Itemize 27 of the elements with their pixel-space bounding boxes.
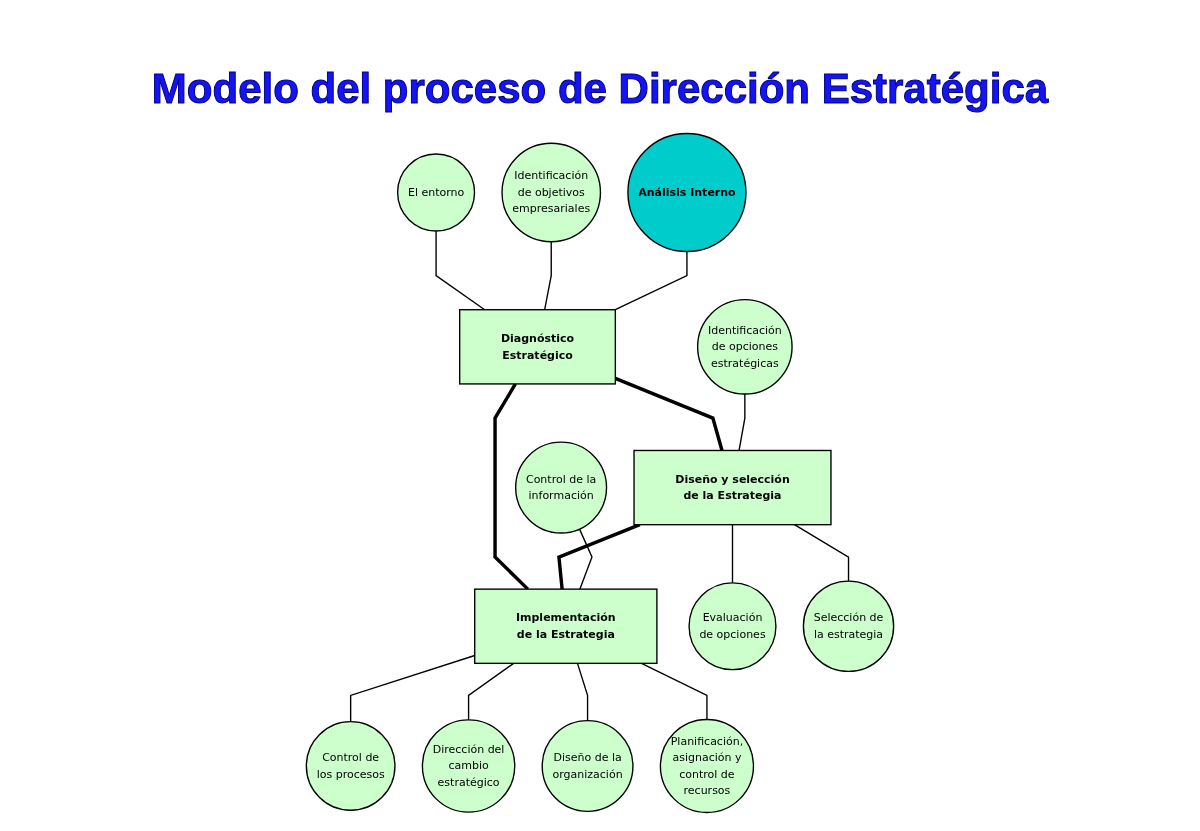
node-box: Diseño y selección de la Estrategia — [633, 449, 832, 526]
diagram-title: Modelo del proceso de Dirección Estratégica — [151, 64, 1049, 114]
connector — [640, 662, 708, 721]
node-circle: Dirección del cambio estratégico — [421, 719, 516, 813]
node-circle: Identificación de opciones estratégicas — [696, 298, 793, 395]
connector — [614, 250, 688, 311]
node-circle: Selección de la estrategia — [802, 580, 895, 673]
node-circle: Identificación de objetivos empresariales — [501, 142, 602, 243]
node-circle: Evaluación de opciones — [688, 582, 777, 671]
node-circle: Control de los procesos — [305, 721, 396, 811]
node-box: Implementación de la Estrategia — [474, 588, 658, 665]
node-box: Diagnóstico Estratégico — [459, 309, 617, 385]
connector — [543, 241, 552, 311]
node-circle: Control de la información — [514, 441, 608, 534]
connector — [738, 393, 746, 452]
connector — [493, 383, 530, 591]
connector — [435, 230, 486, 311]
node-circle: Análisis Interno — [627, 132, 747, 253]
node-circle: Diseño de la organización — [541, 719, 634, 812]
connector — [557, 523, 641, 590]
connector — [731, 524, 734, 584]
node-circle: Planificación, asignación y control de recursos — [659, 718, 755, 814]
connector — [576, 662, 589, 722]
connector — [467, 662, 515, 721]
node-circle: El entorno — [396, 153, 476, 232]
connector — [578, 528, 593, 590]
connector — [793, 524, 850, 582]
